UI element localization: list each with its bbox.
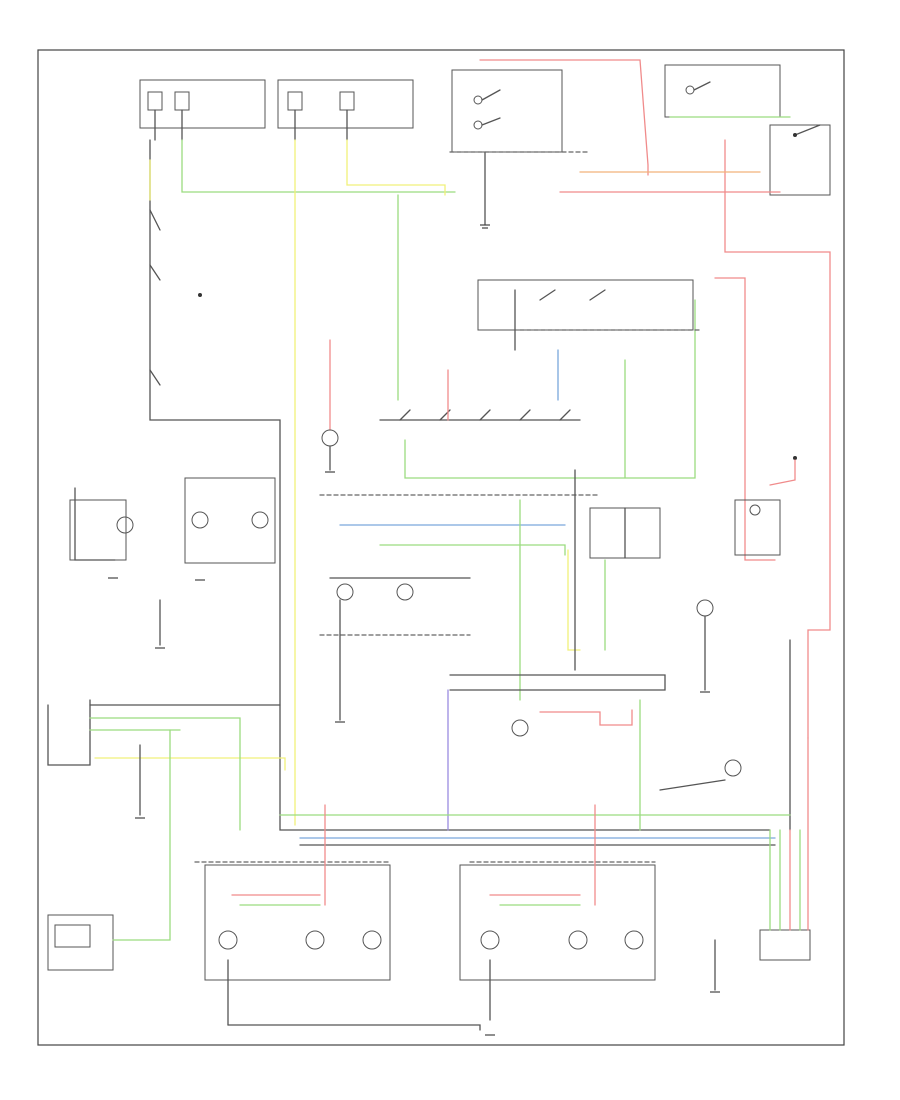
connector-left [47, 699, 281, 831]
lamp-right-mid [659, 759, 742, 791]
dimmer-switch-center [321, 339, 339, 473]
lamp-center-lower [511, 709, 633, 737]
control-switch-assembly [449, 69, 591, 226]
control-module-center [589, 507, 661, 559]
fuse-relay-box-center [277, 79, 414, 141]
connector-bottom-right [759, 737, 811, 961]
lamp-cluster-right [459, 804, 656, 1021]
ground-symbol [480, 224, 490, 229]
relay-top-right [664, 64, 781, 118]
instrument-box-bottom-left [47, 729, 171, 971]
fuse-relay-box-left [139, 79, 266, 141]
switch-stack-left [149, 209, 202, 386]
ground-bottom-right [710, 939, 720, 993]
diagram-border [37, 49, 845, 1046]
ground-left-3 [155, 599, 165, 649]
flasher-right [696, 599, 714, 693]
indicator-lamps-center [319, 577, 471, 636]
switch-right [769, 124, 831, 196]
hazard-switch-right [734, 456, 797, 556]
relay-stack-center [477, 279, 701, 351]
light-switch-row [379, 299, 696, 479]
lamp-cluster-left [204, 804, 391, 1026]
lamp-block-left-1 [69, 487, 134, 579]
lamp-center-ground [335, 599, 345, 723]
lamp-block-left-2 [184, 477, 276, 581]
